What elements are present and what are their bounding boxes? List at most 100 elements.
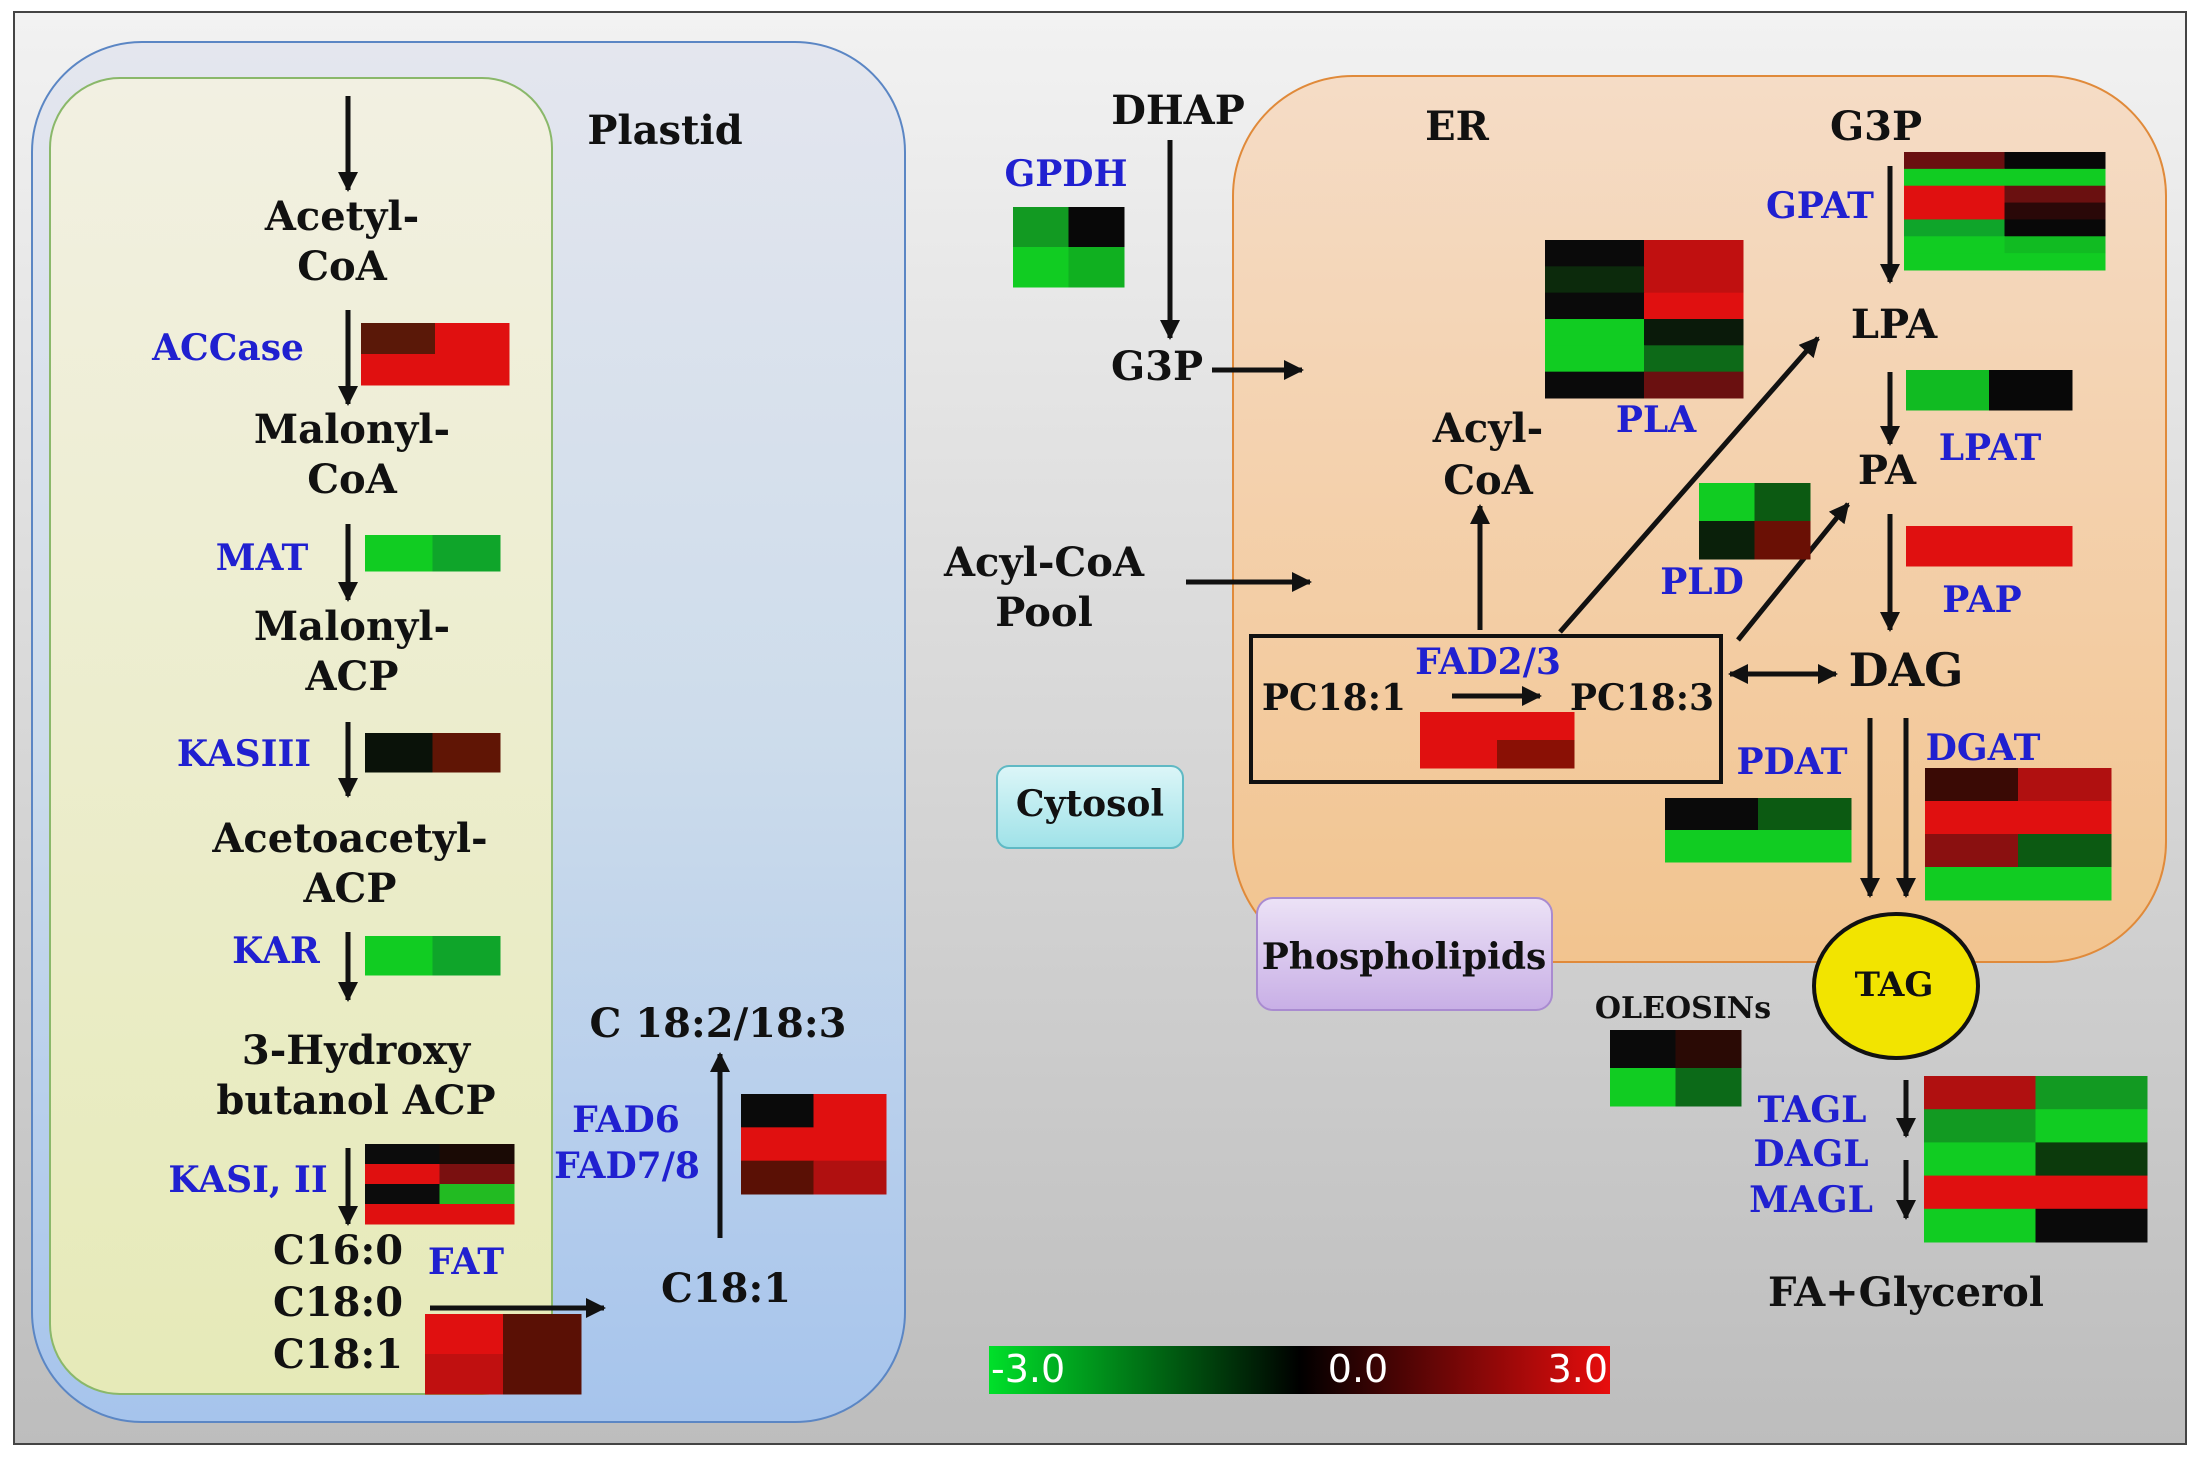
heatmap-cell xyxy=(365,936,433,976)
enzyme-tagl: TAGL xyxy=(1758,1089,1867,1131)
heatmap-cell xyxy=(1906,370,1990,411)
cytosol-label: Cytosol xyxy=(1016,783,1164,825)
heatmap-cell xyxy=(1758,830,1852,863)
heatmap-cell xyxy=(741,1094,814,1128)
metabolite-acetoacetyl-acp-2: ACP xyxy=(303,865,397,912)
heatmap-pld xyxy=(1699,483,1811,560)
heatmap-cell xyxy=(432,733,501,773)
heatmap-cell xyxy=(361,323,436,355)
heatmap-cell xyxy=(1989,526,2073,567)
heatmap-cell xyxy=(1924,1076,2036,1110)
heatmap-cell xyxy=(1924,1109,2036,1143)
heatmap-cell xyxy=(2004,253,2106,271)
heatmap-pla xyxy=(1545,240,1744,399)
heatmap-cell xyxy=(1904,253,2005,271)
heatmap-mat xyxy=(365,535,501,572)
legend-max-label: 3.0 xyxy=(1548,1347,1608,1391)
pc-conversion-box xyxy=(1249,634,1723,784)
heatmap-cell xyxy=(1610,1068,1676,1107)
enzyme-magl: MAGL xyxy=(1749,1179,1873,1221)
heatmap-tagl-dagl-magl xyxy=(1924,1076,2148,1243)
metabolite-acyl-coa-er-2: CoA xyxy=(1443,457,1534,504)
heatmap-cell xyxy=(813,1160,887,1195)
heatmap-cell xyxy=(439,1184,515,1205)
heatmap-cell xyxy=(361,354,436,386)
heatmap-cell xyxy=(2035,1109,2148,1143)
heatmap-accase xyxy=(361,323,510,386)
enzyme-pld: PLD xyxy=(1660,561,1744,603)
heatmap-cell xyxy=(425,1314,504,1355)
enzyme-lpat: LPAT xyxy=(1939,427,2042,469)
heatmap-cell xyxy=(1906,526,1990,567)
color-scale-bar xyxy=(989,1346,1610,1394)
heatmap-cell xyxy=(2004,202,2106,220)
heatmap-cell xyxy=(2018,801,2112,835)
heatmap-gpdh xyxy=(1013,207,1125,288)
heatmap-cell xyxy=(1925,768,2019,802)
heatmap-cell xyxy=(1545,345,1645,373)
heatmap-cell xyxy=(2035,1175,2148,1210)
metabolite-c16-0: C16:0 xyxy=(273,1227,403,1274)
heatmap-cell xyxy=(2018,834,2112,868)
metabolite-lpa: LPA xyxy=(1851,301,1938,348)
heatmap-cell xyxy=(1989,370,2073,411)
heatmap-cell xyxy=(435,354,510,386)
enzyme-kasi-ii: KASI, II xyxy=(168,1159,327,1201)
heatmap-cell xyxy=(2004,152,2106,170)
heatmap-cell xyxy=(1904,152,2005,170)
enzyme-kasiii: KASIII xyxy=(177,733,311,775)
heatmap-cell xyxy=(1665,830,1759,863)
heatmap-cell xyxy=(365,733,433,773)
legend-min-label: -3.0 xyxy=(991,1347,1065,1391)
heatmap-cell xyxy=(1013,207,1069,248)
enzyme-pla: PLA xyxy=(1616,399,1697,441)
heatmap-cell xyxy=(365,1144,440,1165)
heatmap-cell xyxy=(1758,798,1852,831)
metabolite-malonyl-coa-2: CoA xyxy=(307,456,398,503)
heatmap-cell xyxy=(1925,801,2019,835)
legend-mid-label: 0.0 xyxy=(1328,1347,1388,1391)
metabolite-hydroxy-butanol-1: 3-Hydroxy xyxy=(242,1027,472,1074)
color-scale-legend: -3.0 0.0 3.0 xyxy=(989,1346,1610,1394)
heatmap-cell xyxy=(1644,319,1744,346)
heatmap-cell xyxy=(435,323,510,355)
heatmap-pdat xyxy=(1665,798,1852,863)
er-title: ER xyxy=(1425,103,1489,150)
metabolite-c18-1-plastid: C18:1 xyxy=(661,1265,791,1312)
heatmap-cell xyxy=(432,936,501,976)
enzyme-fad2-3: FAD2/3 xyxy=(1415,641,1561,683)
metabolite-dag: DAG xyxy=(1849,643,1964,697)
heatmap-cell xyxy=(1068,207,1125,248)
metabolite-tag: TAG xyxy=(1855,965,1934,1005)
phospholipids-label-box: Phospholipids xyxy=(1256,897,1553,1011)
heatmap-cell xyxy=(1545,292,1645,320)
heatmap-fad6-fad7-8 xyxy=(741,1094,887,1195)
heatmap-cell xyxy=(439,1204,515,1225)
heatmap-cell xyxy=(741,1127,814,1162)
enzyme-dagl: DAGL xyxy=(1753,1133,1868,1175)
heatmap-cell xyxy=(1904,219,2005,237)
heatmap-cell xyxy=(2035,1208,2148,1243)
metabolite-hydroxy-butanol-2: butanol ACP xyxy=(216,1077,495,1124)
heatmap-cell xyxy=(2018,867,2112,901)
metabolite-malonyl-acp-2: ACP xyxy=(305,653,399,700)
heatmap-cell xyxy=(2035,1076,2148,1110)
heatmap-cell xyxy=(1925,834,2019,868)
heatmap-cell xyxy=(1699,483,1755,522)
heatmap-cell xyxy=(1420,740,1498,769)
plastid-inner-compartment xyxy=(49,77,553,1395)
heatmap-cell xyxy=(439,1164,515,1185)
heatmap-cell xyxy=(1924,1142,2036,1177)
metabolite-dhap: DHAP xyxy=(1111,87,1245,134)
tag-lipid-body xyxy=(1812,912,1980,1060)
metabolite-c18-0: C18:0 xyxy=(273,1279,403,1326)
heatmap-cell xyxy=(1545,371,1645,399)
enzyme-gpdh: GPDH xyxy=(1004,153,1127,195)
heatmap-cell xyxy=(741,1160,814,1195)
heatmap-cell xyxy=(1924,1208,2036,1243)
er-arrows xyxy=(1160,140,1916,1220)
enzyme-dgat: DGAT xyxy=(1926,727,2041,769)
heatmap-cell xyxy=(365,1204,440,1225)
heatmap-cell xyxy=(813,1094,887,1128)
